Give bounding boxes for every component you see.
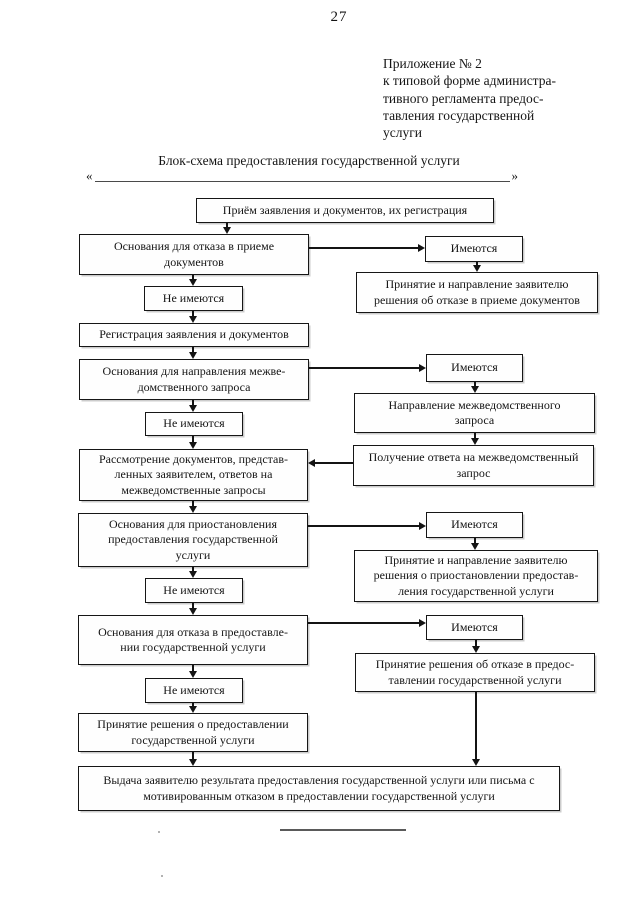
flow-node-ne-imeyutsya-1: Не имеются	[144, 286, 243, 311]
flow-arrow-head	[308, 459, 315, 467]
flow-arrow-line	[309, 247, 419, 249]
flow-arrow-line	[192, 400, 194, 406]
flow-arrow-line	[314, 462, 353, 464]
flow-arrow-head	[189, 279, 197, 286]
flow-arrow-line	[474, 382, 476, 387]
flow-node-prinyatie-predostavlenie: Принятие решения о предоставлении госуда…	[78, 713, 308, 752]
flow-arrow-line	[192, 603, 194, 609]
flow-arrow-head	[189, 671, 197, 678]
flow-arrow-line	[192, 501, 194, 507]
flow-arrow-head	[223, 227, 231, 234]
flow-arrow-line	[192, 665, 194, 672]
flow-arrow-line	[309, 367, 420, 369]
flow-arrow-head	[472, 759, 480, 766]
flow-arrow-line	[476, 262, 478, 266]
flow-arrow-line	[475, 692, 477, 760]
flow-arrow-line	[192, 275, 194, 280]
flow-node-rassmotrenie-dokumentov: Рассмотрение документов, представ- ленны…	[79, 449, 308, 501]
flow-arrow-line	[474, 538, 476, 544]
flow-arrow-line	[475, 640, 477, 647]
flow-node-osnovaniya-otkaza-uslugi: Основания для отказа в предоставле- нии …	[78, 615, 308, 665]
flow-node-osnovaniya-mezhved-zapros: Основания для направления межве- домстве…	[79, 359, 309, 400]
flow-arrow-head	[189, 442, 197, 449]
flow-arrow-line	[192, 347, 194, 353]
scan-speck	[158, 831, 160, 833]
blank-underline	[94, 167, 510, 182]
flow-arrow-head	[419, 364, 426, 372]
flow-arrow-head	[189, 405, 197, 412]
flow-arrow-head	[419, 522, 426, 530]
flow-arrow-head	[471, 386, 479, 393]
appendix-heading: Приложение № 2 к типовой форме администр…	[383, 56, 556, 141]
flow-node-ne-imeyutsya-4: Не имеются	[145, 678, 243, 703]
flow-arrow-head	[471, 543, 479, 550]
flow-arrow-line	[192, 703, 194, 707]
open-quote: «	[86, 168, 93, 183]
flow-node-prinyatie-otkaz-usluga: Принятие решения об отказе в предос- тав…	[355, 653, 595, 692]
flow-arrow-line	[192, 311, 194, 317]
flow-node-imeyutsya-2: Имеются	[426, 354, 523, 382]
flow-arrow-head	[189, 316, 197, 323]
flow-arrow-line	[192, 436, 194, 443]
flow-node-prinyatie-otkaz-priem: Принятие и направление заявителю решения…	[356, 272, 598, 313]
service-name-blank: « »	[86, 167, 518, 184]
flow-node-osnovaniya-priostanovleniya: Основания для приостановления предоставл…	[78, 513, 308, 567]
flow-arrow-line	[474, 433, 476, 439]
flow-arrow-head	[189, 608, 197, 615]
flow-arrow-line	[308, 622, 420, 624]
flow-node-priem-registratsiya: Приём заявления и документов, их регистр…	[196, 198, 494, 223]
flow-arrow-head	[471, 438, 479, 445]
page-number: 27	[330, 9, 348, 25]
flow-arrow-head	[418, 244, 425, 252]
flow-arrow-head	[419, 619, 426, 627]
footer-rule	[280, 829, 406, 831]
flow-arrow-head	[189, 706, 197, 713]
flow-node-imeyutsya-4: Имеются	[426, 615, 523, 640]
scan-speck	[161, 875, 163, 877]
flow-arrow-head	[473, 265, 481, 272]
flow-arrow-head	[189, 571, 197, 578]
flow-node-vydacha-rezultata: Выдача заявителю результата предоставлен…	[78, 766, 560, 811]
flow-node-imeyutsya-3: Имеются	[426, 512, 523, 538]
flow-arrow-head	[189, 506, 197, 513]
flow-node-osnovaniya-otkaza-priema: Основания для отказа в приеме документов	[79, 234, 309, 275]
flow-arrow-head	[189, 759, 197, 766]
flow-arrow-head	[472, 646, 480, 653]
flow-arrow-line	[192, 567, 194, 572]
flow-arrow-line	[192, 752, 194, 760]
flow-node-poluchenie-otveta: Получение ответа на межведомственный зап…	[353, 445, 594, 486]
flow-node-imeyutsya-1: Имеются	[425, 236, 523, 262]
close-quote: »	[511, 168, 519, 183]
flow-node-ne-imeyutsya-2: Не имеются	[145, 412, 243, 436]
flow-arrow-line	[226, 222, 228, 228]
flow-node-prinyatie-priostanovlenie: Принятие и направление заявителю решения…	[354, 550, 598, 602]
flow-arrow-head	[189, 352, 197, 359]
flow-node-registratsiya-zayavleniya: Регистрация заявления и документов	[79, 323, 309, 347]
flow-node-ne-imeyutsya-3: Не имеются	[145, 578, 243, 603]
flow-arrow-line	[308, 525, 420, 527]
diagram-title: Блок-схема предоставления государственно…	[158, 153, 460, 168]
flow-node-napravlenie-zaprosa: Направление межведомственного запроса	[354, 393, 595, 433]
